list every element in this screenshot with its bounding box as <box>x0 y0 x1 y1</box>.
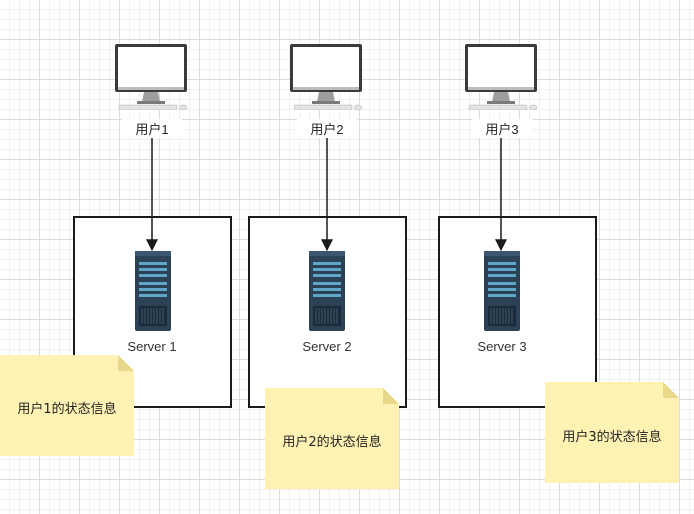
server-rack-icon[interactable] <box>134 250 172 332</box>
note-shape <box>0 355 134 456</box>
state-note-1[interactable]: 用户1的状态信息 <box>0 355 134 456</box>
desktop-computer-icon[interactable] <box>288 42 364 110</box>
desktop-computer-icon[interactable] <box>113 42 189 110</box>
state-note-3[interactable]: 用户3的状态信息 <box>545 382 679 483</box>
server-rack-icon[interactable] <box>483 250 521 332</box>
desktop-computer-icon[interactable] <box>463 42 539 110</box>
state-note-3-text: 用户3的状态信息 <box>562 430 662 445</box>
user-1-label: 用户1 <box>122 119 182 138</box>
state-note-2-text: 用户2的状态信息 <box>282 435 382 450</box>
state-note-2[interactable]: 用户2的状态信息 <box>265 388 399 489</box>
server-3-label: Server 3 <box>477 339 527 354</box>
state-note-1-text: 用户1的状态信息 <box>17 402 117 417</box>
server-2-label: Server 2 <box>302 339 352 354</box>
user-3-label: 用户3 <box>472 119 532 138</box>
server-rack-icon[interactable] <box>308 250 346 332</box>
note-shape <box>265 388 399 489</box>
note-shape <box>545 382 679 483</box>
server-1-label: Server 1 <box>127 339 177 354</box>
user-2-label: 用户2 <box>297 119 357 138</box>
